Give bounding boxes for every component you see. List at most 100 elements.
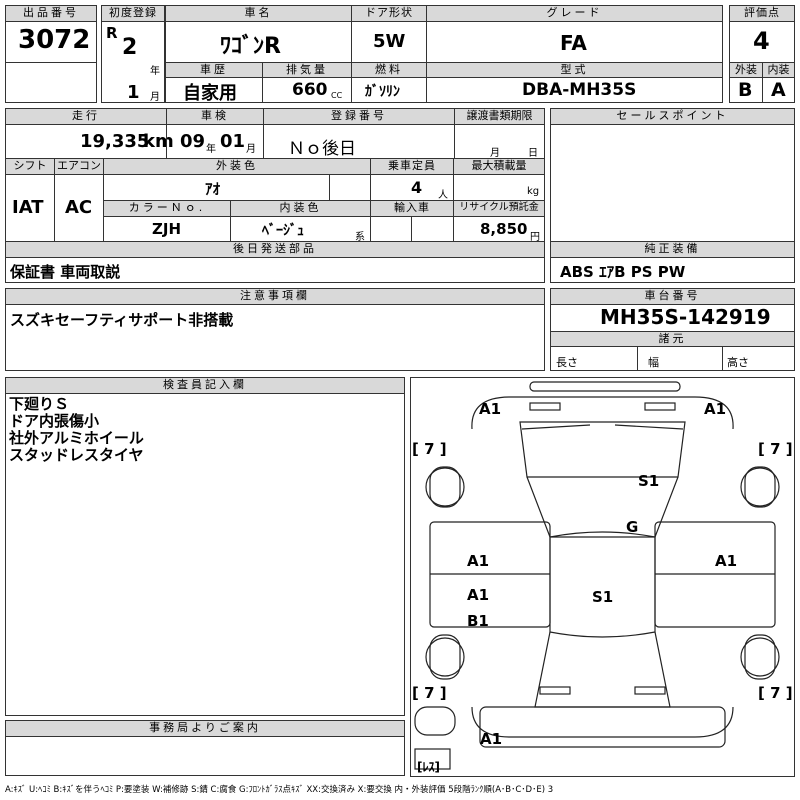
transfer-month: 月 — [490, 148, 500, 159]
color-no-value: ZJH — [152, 220, 182, 238]
score-value: 4 — [753, 27, 770, 55]
ext-label: 外装 — [729, 62, 763, 78]
mileage-label: 走行 — [5, 108, 167, 125]
load-unit: kg — [527, 186, 540, 197]
displacement-label: 排気量 — [262, 62, 352, 78]
spec-label: 諸元 — [550, 331, 795, 347]
height-label: 高さ — [727, 356, 749, 369]
sales-label: セールスポイント — [550, 108, 795, 125]
ac-label: エアコン — [54, 158, 104, 175]
model-value: DBA-MH35S — [522, 80, 637, 100]
name-label: 車名 — [165, 5, 352, 22]
caution-label: 注意事項欄 — [5, 288, 545, 305]
grade-value: FA — [560, 31, 587, 55]
office-box — [5, 736, 405, 776]
insp-year: 09 — [180, 131, 206, 152]
inspection-label: 車検 — [166, 108, 264, 125]
equipment-value: ABS ｴｱB PS PW — [560, 263, 686, 281]
import-divider — [411, 216, 412, 242]
mark-roof: S1 — [592, 588, 614, 606]
lot-number: 3072 — [18, 25, 91, 55]
door-label: ドア形状 — [351, 5, 427, 22]
recycle-unit: 円 — [530, 232, 540, 243]
equipment-box — [550, 257, 795, 283]
plate-value: Ｎｏ後日 — [288, 139, 356, 159]
inspector-line: 下廻りＳ — [9, 395, 70, 413]
color-no-label: カラーＮｏ. — [103, 200, 231, 217]
model-label: 型式 — [426, 62, 723, 78]
import-label: 輸入車 — [370, 200, 454, 217]
insp-month: 01 — [220, 131, 246, 152]
chassis-label: 車台番号 — [550, 288, 795, 305]
mark-left-rear-panel: B1 — [467, 612, 489, 630]
chassis-value: MH35S-142919 — [600, 305, 771, 329]
plate-label: 登録番号 — [263, 108, 455, 125]
ac-value: AC — [65, 197, 93, 218]
reg-year-unit: 年 — [150, 66, 160, 77]
reg-month: 1 — [127, 82, 140, 103]
int-box — [762, 77, 795, 103]
color-label: 外装色 — [103, 158, 371, 175]
inspector-line: 社外アルミホイール — [9, 429, 144, 447]
mark-left-rear-door: A1 — [467, 586, 490, 604]
inspector-line: ドア内張傷小 — [9, 412, 100, 430]
shift-label: シフト — [5, 158, 55, 175]
mark-front-left: A1 — [479, 400, 502, 418]
mark-spare: [ﾚｽ] — [417, 760, 440, 774]
transfer-label: 譲渡書類期限 — [454, 108, 545, 125]
caution-box — [5, 304, 545, 371]
mark-tire-fr: [ 7 ] — [758, 440, 793, 458]
mark-hood: G — [626, 518, 639, 536]
interior-label: 内装色 — [230, 200, 371, 217]
history-label: 車歴 — [165, 62, 263, 78]
insp-month-unit: 月 — [246, 144, 256, 155]
later-parts-label: 後日発送部品 — [5, 241, 545, 258]
mark-rear-bumper: A1 — [480, 730, 503, 748]
inspector-line: スタッドレスタイヤ — [9, 446, 144, 464]
reg-era: R — [106, 24, 118, 42]
car-name: ﾜｺﾞﾝR — [220, 34, 281, 59]
office-label: 事務局よりご案内 — [5, 720, 405, 737]
capacity-label: 乗車定員 — [370, 158, 454, 175]
color-box — [103, 174, 371, 201]
length-label: 長さ — [556, 356, 578, 369]
fuel-value: ｶﾞｿﾘﾝ — [365, 84, 400, 100]
transfer-day: 日 — [528, 148, 538, 159]
door-value: 5W — [373, 31, 406, 52]
import-box — [370, 216, 454, 242]
car-diagram — [414, 381, 780, 770]
reg-box — [101, 21, 165, 103]
int-label: 内装 — [762, 62, 795, 78]
mark-right-front-door: A1 — [715, 552, 738, 570]
inspector-label: 検査員記入欄 — [5, 377, 405, 394]
load-label: 最大積載量 — [453, 158, 545, 175]
mark-tire-rr: [ 7 ] — [758, 684, 793, 702]
legend-text: A:ｷｽﾞ U:ﾍｺﾐ B:ｷｽﾞを伴うﾍｺﾐ P:要塗装 W:補修跡 S:錆 … — [5, 785, 554, 795]
interior-value: ﾍﾞｰｼﾞｭ — [262, 223, 304, 239]
mark-windshield: S1 — [638, 472, 660, 490]
color-value: ｱｵ — [205, 180, 221, 198]
score-label: 評価点 — [729, 5, 795, 22]
inspector-box — [5, 393, 405, 716]
capacity-unit: 人 — [438, 190, 448, 201]
mark-tire-rl: [ 7 ] — [412, 684, 447, 702]
grade-label: グレード — [426, 5, 723, 22]
mark-tire-fl: [ 7 ] — [412, 440, 447, 458]
reg-month-unit: 月 — [150, 92, 160, 103]
equipment-label: 純正装備 — [550, 241, 795, 258]
recycle-value: 8,850 — [480, 220, 528, 238]
reg-year: 2 — [122, 35, 138, 60]
sales-box — [550, 124, 795, 242]
reg-label: 初度登録 — [101, 5, 165, 22]
capacity-value: 4 — [411, 178, 423, 197]
int-value: A — [771, 79, 786, 101]
displacement-value: 660 — [292, 80, 328, 100]
history-value: 自家用 — [183, 83, 237, 104]
lot-blank — [5, 62, 97, 103]
later-parts-box — [5, 257, 545, 283]
spec-height — [722, 346, 795, 371]
later-parts-value: 保証書 車両取説 — [10, 263, 121, 281]
model-box — [426, 77, 723, 103]
insp-year-unit: 年 — [206, 144, 216, 155]
recycle-label: リサイクル預託金 — [453, 200, 545, 217]
